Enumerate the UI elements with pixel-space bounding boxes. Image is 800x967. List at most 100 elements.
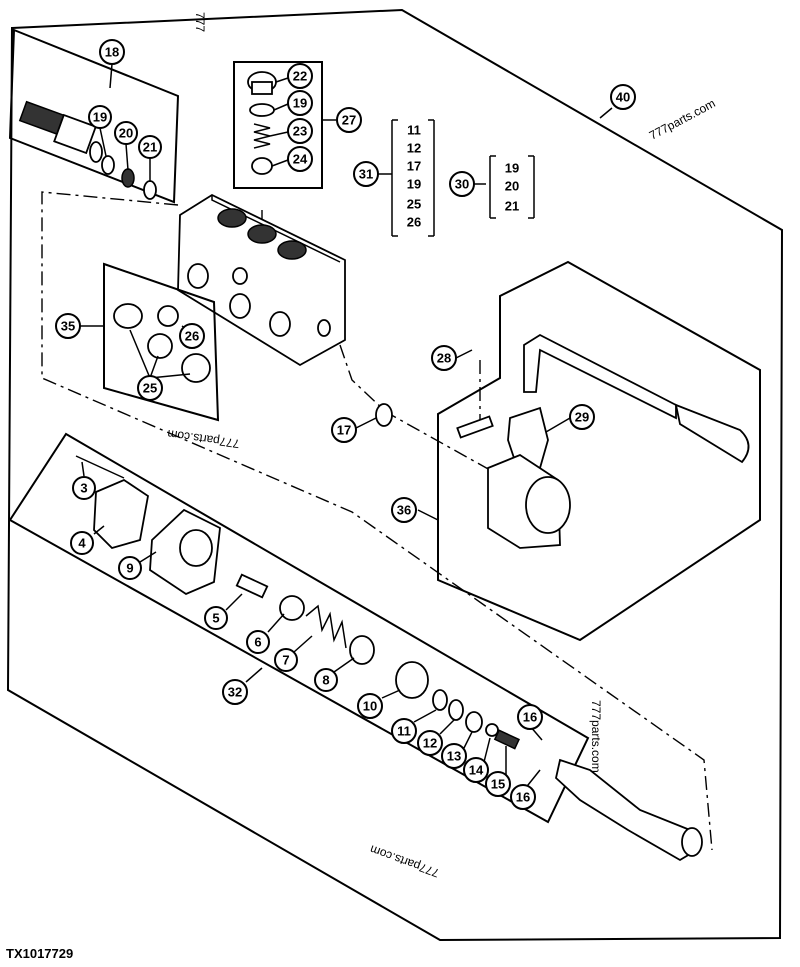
svg-text:20: 20 [119, 126, 133, 141]
seal-19-left [101, 155, 115, 175]
leader-lines [80, 63, 613, 791]
svg-text:25: 25 [143, 381, 157, 396]
callout-30: 30 [449, 171, 475, 197]
callout-20: 20 [114, 121, 138, 145]
svg-text:16: 16 [523, 710, 537, 725]
svg-text:18: 18 [105, 45, 119, 60]
bolt-5 [235, 573, 269, 599]
svg-text:7: 7 [282, 653, 289, 668]
svg-text:29: 29 [575, 410, 589, 425]
svg-text:3: 3 [80, 481, 87, 496]
callout-6: 6 [246, 630, 270, 654]
callout-16: 16 [510, 784, 536, 810]
callout-21: 21 [138, 135, 162, 159]
relief-valve-cartridge [18, 100, 103, 163]
svg-text:27: 27 [342, 113, 356, 128]
group-32-box [8, 432, 590, 824]
watermark: 777parts.com [589, 700, 603, 773]
svg-text:28: 28 [437, 351, 451, 366]
svg-text:32: 32 [228, 685, 242, 700]
spring-23 [253, 123, 271, 149]
handle-housing [487, 453, 571, 549]
callout-36: 36 [391, 497, 417, 523]
watermark: 777 [193, 12, 207, 32]
svg-text:12: 12 [423, 736, 437, 751]
callout-23: 23 [287, 118, 313, 144]
svg-text:26: 26 [185, 329, 199, 344]
callout-32: 32 [222, 679, 248, 705]
svg-text:10: 10 [363, 699, 377, 714]
kit-31-item: 12 [407, 141, 421, 156]
ring-20 [121, 168, 135, 188]
kit-30-list: 19 20 21 [489, 155, 535, 219]
callout-19: 19 [287, 90, 313, 116]
spool [555, 758, 703, 862]
svg-text:36: 36 [397, 503, 411, 518]
spring-7 [305, 604, 347, 649]
callout-12: 12 [417, 730, 443, 756]
watermark: 777parts.com [368, 842, 441, 880]
callout-16: 16 [517, 704, 543, 730]
callout-22: 22 [287, 63, 313, 89]
callout-11: 11 [391, 718, 417, 744]
callout-19: 19 [88, 105, 112, 129]
group-27-box [233, 61, 323, 189]
svg-text:5: 5 [212, 611, 219, 626]
svg-text:17: 17 [337, 423, 351, 438]
washer-8 [349, 635, 375, 665]
svg-text:11: 11 [397, 724, 411, 739]
callout-13: 13 [441, 743, 467, 769]
control-handle [523, 333, 750, 464]
svg-text:15: 15 [491, 777, 505, 792]
svg-text:22: 22 [293, 69, 307, 84]
callout-5: 5 [204, 606, 228, 630]
svg-text:19: 19 [93, 110, 107, 125]
kit-31-item: 11 [407, 123, 421, 138]
svg-text:19: 19 [293, 96, 307, 111]
kit-31-list: 11 12 17 19 25 26 [391, 119, 435, 237]
kit-30-item: 21 [505, 199, 519, 214]
callout-9: 9 [118, 556, 142, 580]
callout-15: 15 [485, 771, 511, 797]
cap-4 [93, 478, 149, 550]
washer-6 [279, 595, 305, 621]
group-35-box [103, 262, 220, 422]
svg-text:9: 9 [126, 561, 133, 576]
svg-text:14: 14 [469, 763, 484, 778]
kit-30-item: 19 [505, 161, 519, 176]
kit-31-item: 19 [407, 177, 421, 192]
pin-28 [456, 415, 494, 439]
ball-14 [485, 723, 499, 737]
svg-text:23: 23 [293, 124, 307, 139]
kit-31-item: 26 [407, 215, 421, 230]
ring-13 [465, 711, 483, 733]
callout-24: 24 [287, 146, 313, 172]
seal-17 [375, 403, 393, 427]
callout-40: 40 [610, 84, 636, 110]
figure-id: TX1017729 [6, 946, 74, 961]
bolt-3 [75, 455, 125, 479]
callout-14: 14 [463, 757, 489, 783]
seal-21 [143, 180, 157, 200]
callouts: 18 19 20 21 22 19 23 24 27 31 30 40 35 2… [55, 39, 636, 810]
kit-31-item: 17 [407, 159, 421, 174]
callout-18: 18 [99, 39, 125, 65]
svg-text:24: 24 [293, 152, 308, 167]
kit-31-item: 25 [407, 197, 421, 212]
callout-29: 29 [569, 404, 595, 430]
watermark: 777parts.com [647, 96, 718, 142]
group-18-box [8, 28, 180, 204]
svg-text:6: 6 [254, 635, 261, 650]
seal-19-top [249, 103, 275, 117]
ring-11 [432, 689, 448, 711]
callout-4: 4 [70, 531, 94, 555]
svg-text:21: 21 [143, 140, 157, 155]
callout-35: 35 [55, 313, 81, 339]
svg-text:30: 30 [455, 177, 469, 192]
sleeve-10 [395, 661, 429, 699]
svg-text:13: 13 [447, 749, 461, 764]
ring-12 [448, 699, 464, 721]
callout-31: 31 [353, 161, 379, 187]
assembly-outline-40 [6, 8, 784, 942]
